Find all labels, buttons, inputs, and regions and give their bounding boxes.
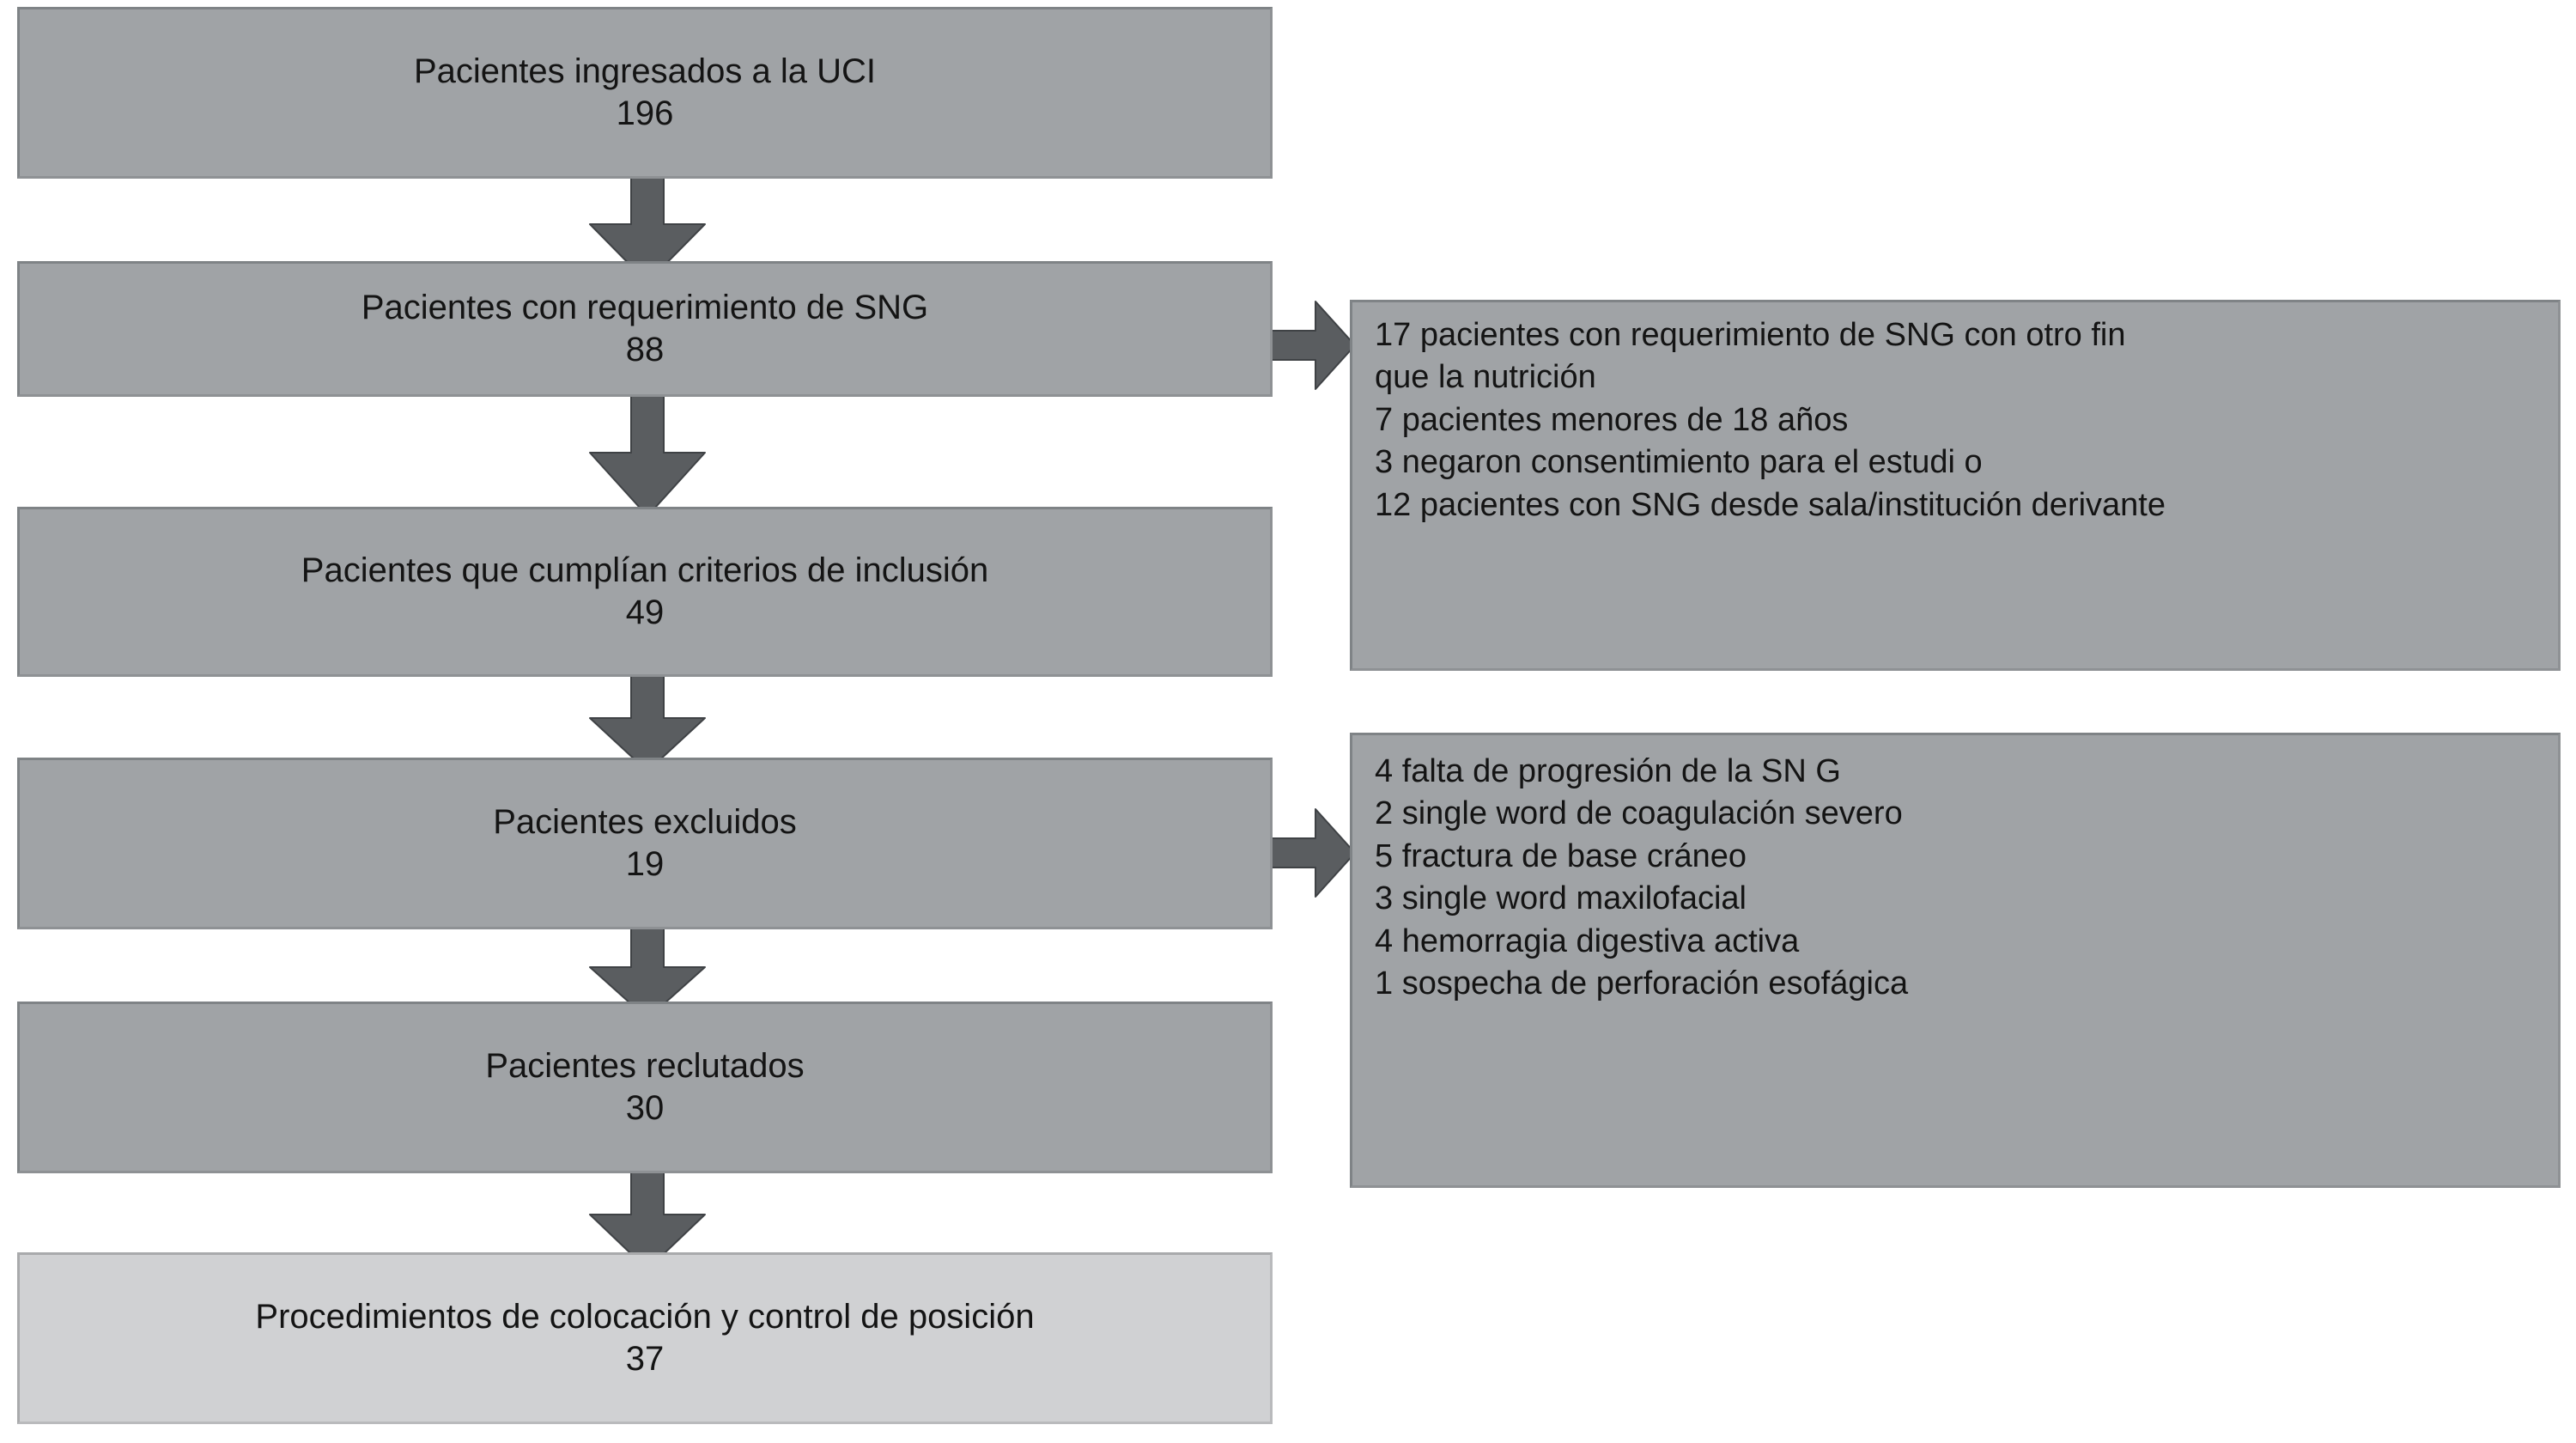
node-count: 49 — [625, 594, 665, 631]
node-title: Pacientes ingresados a la UCI — [413, 52, 877, 91]
node-procedimientos-colocacion: Procedimientos de colocación y control d… — [17, 1252, 1273, 1424]
node-count: 37 — [625, 1340, 665, 1378]
panel-exclusiones-sng: 17 pacientes con requerimiento de SNG co… — [1350, 300, 2561, 671]
panel-line: 17 pacientes con requerimiento de SNG co… — [1375, 317, 2126, 353]
node-title: Pacientes excluidos — [493, 803, 797, 842]
arrow-right-icon-requerimiento-to-panel-1 — [1271, 298, 1357, 393]
panel-line: 1 sospecha de perforación esofágica — [1375, 965, 1909, 1002]
arrow-down-icon-inclusion-to-excluidos — [583, 672, 712, 773]
node-count: 19 — [625, 845, 665, 883]
node-count: 196 — [616, 94, 674, 132]
arrow-right-icon-excluidos-to-panel-2 — [1271, 806, 1357, 900]
node-title: Pacientes reclutados — [485, 1047, 805, 1086]
node-pacientes-criterios-inclusion: Pacientes que cumplían criterios de incl… — [17, 507, 1273, 677]
panel-line: 4 falta de progresión de la SN G — [1375, 753, 1841, 789]
node-pacientes-requerimiento-sng: Pacientes con requerimiento de SNG 88 — [17, 261, 1273, 397]
panel-motivos-exclusion: 4 falta de progresión de la SN G 2 singl… — [1350, 733, 2561, 1188]
panel-line: 4 hemorragia digestiva activa — [1375, 922, 1800, 959]
node-pacientes-ingresados: Pacientes ingresados a la UCI 196 — [17, 7, 1273, 179]
node-pacientes-reclutados: Pacientes reclutados 30 — [17, 1002, 1273, 1173]
panel-line: 3 single word maxilofacial — [1375, 880, 1747, 917]
node-title: Pacientes que cumplían criterios de incl… — [301, 551, 989, 590]
node-count: 30 — [625, 1089, 665, 1127]
panel-line: 2 single word de coagulación severo — [1375, 795, 1903, 832]
panel-line: 5 fractura de base cráneo — [1375, 837, 1747, 874]
panel-line: 12 pacientes con SNG desde sala/instituc… — [1375, 486, 2166, 523]
node-title: Pacientes con requerimiento de SNG — [361, 289, 929, 327]
arrow-down-icon-ingresados-to-requerimiento — [583, 174, 712, 284]
arrow-down-icon-requerimiento-to-inclusion — [583, 391, 712, 518]
panel-line: 3 negaron consentimiento para el estudi … — [1375, 444, 1983, 481]
panel-line: 7 pacientes menores de 18 años — [1375, 401, 1849, 438]
arrow-down-icon-excluidos-to-reclutados — [583, 924, 712, 1020]
node-count: 88 — [625, 331, 665, 368]
node-title: Procedimientos de colocación y control d… — [255, 1298, 1035, 1336]
arrow-down-icon-reclutados-to-procedimientos — [583, 1168, 712, 1271]
panel-line: que la nutrición — [1375, 359, 1596, 396]
node-pacientes-excluidos: Pacientes excluidos 19 — [17, 758, 1273, 929]
